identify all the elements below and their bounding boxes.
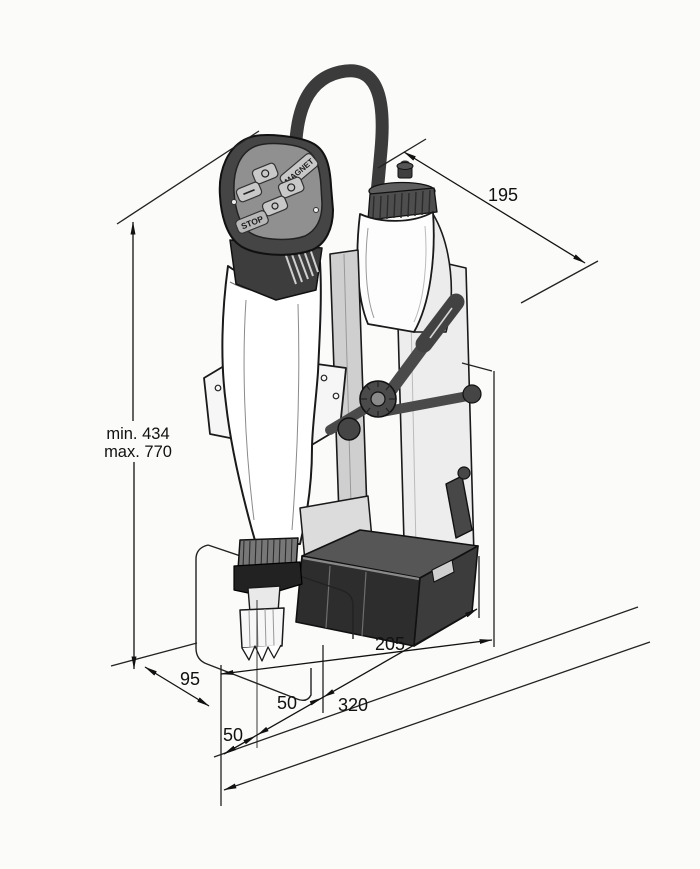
drill-start-button: [261, 195, 289, 217]
annular-cutter: [239, 607, 285, 649]
machine-illustration: MAGNET STOP: [195, 64, 482, 702]
panel-screw: [313, 207, 319, 213]
chain-interior-arrows: [243, 689, 335, 745]
feed-handle: [325, 293, 482, 441]
handle-knob-right: [462, 384, 482, 404]
depth-195-dim-line: [403, 151, 586, 264]
dimension-labels: min. 434 max. 770 195 95 50 50 320 205: [104, 185, 518, 745]
magnet-base: [295, 529, 479, 647]
extension-line-top: [116, 130, 260, 225]
ground-projection-line-2: [223, 641, 651, 791]
coolant-tank: [356, 160, 438, 333]
hub-center: [370, 391, 386, 407]
dim-height-max-label: max. 770: [104, 443, 172, 461]
rail-groove: [343, 253, 353, 541]
motor-body: [221, 261, 322, 545]
stop-button: STOP: [235, 210, 269, 234]
handle-highlight: [429, 307, 453, 339]
extension-line-195-left: [377, 138, 427, 169]
dim-50-front-label: 50: [223, 725, 243, 745]
speed-down-button: [277, 176, 305, 199]
dim-height-min-label: min. 434: [106, 425, 169, 443]
minus-button: [235, 181, 263, 203]
dim-195-label: 195: [488, 185, 518, 205]
dim-205-label: 205: [375, 634, 405, 654]
extension-line-ground: [110, 642, 198, 667]
clamp-lever: [445, 466, 473, 539]
speed-up-button: [251, 162, 279, 185]
handle-spoke-right: [377, 391, 473, 417]
offset-95-dim-line: [144, 666, 210, 707]
extension-line-195-right: [520, 260, 599, 304]
dim-320-label: 320: [338, 695, 368, 715]
handle-knob-left: [337, 417, 361, 441]
dim-95-label: 95: [180, 669, 200, 689]
spindle-and-cutter: [233, 537, 303, 662]
dim-50-rear-label: 50: [277, 693, 297, 713]
control-head: MAGNET STOP: [218, 134, 334, 256]
panel-screw: [231, 199, 237, 205]
tank-bottle: [356, 211, 435, 333]
hub-knurl: [361, 381, 395, 417]
phantom-corner: [461, 362, 493, 372]
base-205-dim-line: [220, 639, 493, 675]
